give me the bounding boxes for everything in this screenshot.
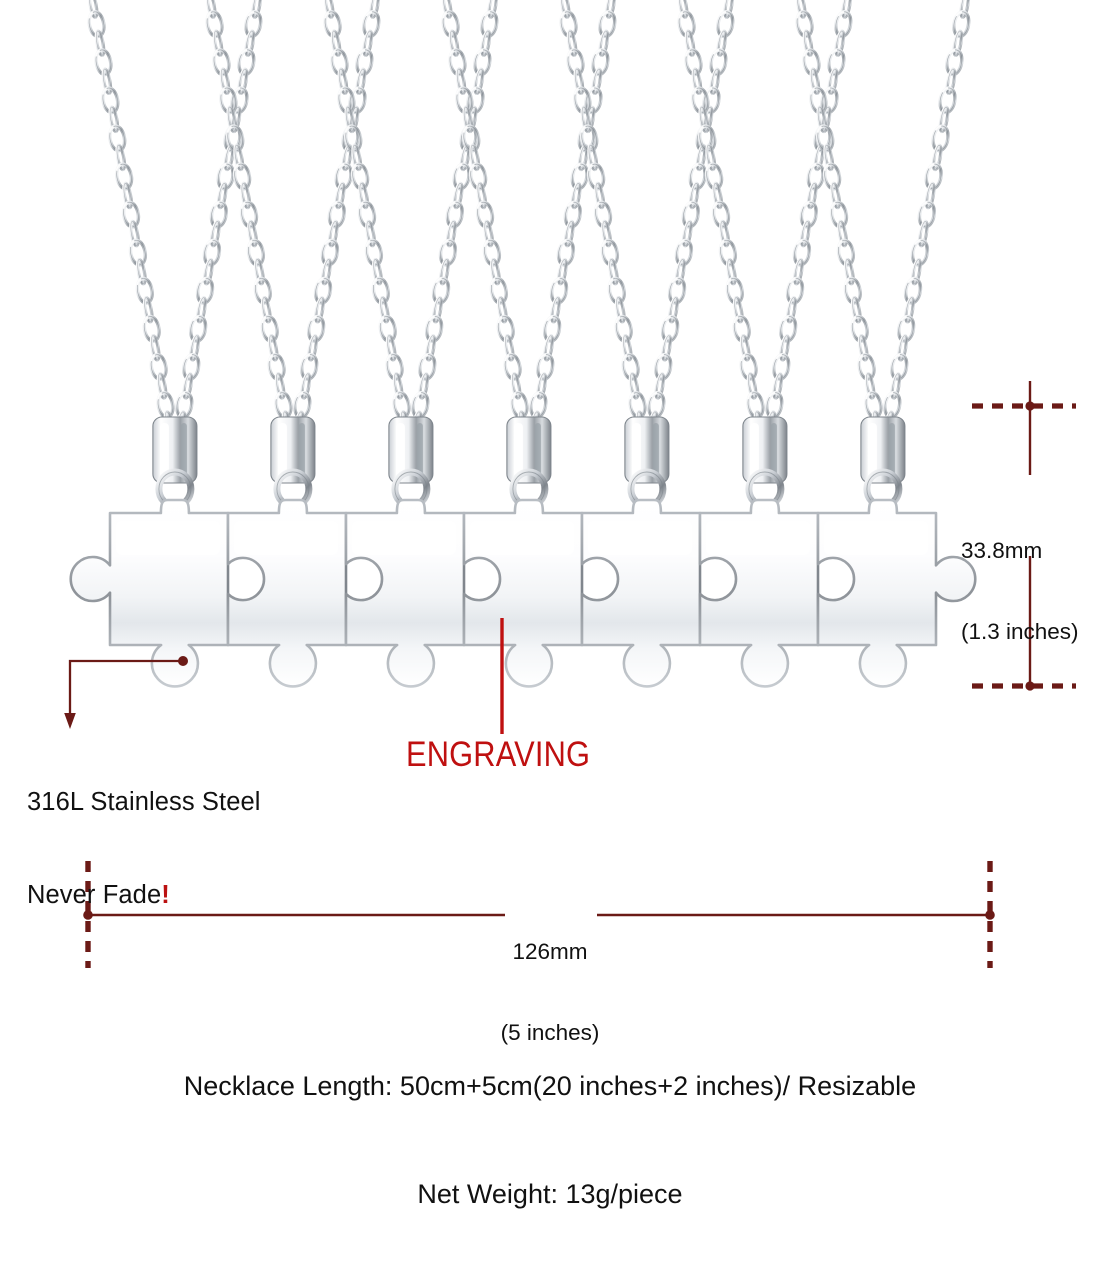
width-dimension <box>83 861 995 968</box>
material-note: 316L Stainless Steel Never Fade! <box>27 725 261 973</box>
puzzle-pendant <box>580 416 702 688</box>
chain-strand <box>78 0 177 439</box>
puzzle-pendant <box>69 416 230 688</box>
necklace-chains <box>78 0 980 439</box>
material-line-2: Never Fade! <box>27 880 261 911</box>
height-dimension <box>972 381 1076 691</box>
width-dimension-label: 126mm (5 inches) <box>0 884 1100 1100</box>
pendant-bail <box>388 416 434 510</box>
pendant-bail <box>860 416 906 510</box>
material-leader-line <box>64 656 188 729</box>
material-line-1: 316L Stainless Steel <box>27 788 261 816</box>
dimension-graphics <box>64 381 1076 968</box>
width-mm: 126mm <box>512 939 588 964</box>
puzzle-pendant <box>462 416 584 688</box>
puzzle-pendant <box>698 416 820 688</box>
puzzle-pendant-row <box>69 416 977 688</box>
chain-strand <box>881 0 980 439</box>
spec-caption: Necklace Length: 50cm+5cm(20 inches+2 in… <box>0 996 1100 1284</box>
material-line-2-text: Never Fade <box>27 881 162 909</box>
width-inches: (5 inches) <box>500 1020 600 1045</box>
height-dimension-label: 33.8mm (1.3 inches) <box>961 483 1079 699</box>
product-illustration <box>64 0 1076 968</box>
height-inches: (1.3 inches) <box>961 619 1079 644</box>
pendant-bail <box>742 416 788 510</box>
pendant-bail <box>506 416 552 510</box>
pendant-bail <box>152 416 198 510</box>
infographic-canvas: 316L Stainless Steel Never Fade! ENGRAVI… <box>0 0 1100 1209</box>
puzzle-pendant <box>816 416 977 688</box>
net-weight-spec: Net Weight: 13g/piece <box>417 1179 683 1209</box>
exclamation-accent: ! <box>161 881 170 909</box>
puzzle-pendant <box>344 416 466 688</box>
necklace-length-spec: Necklace Length: 50cm+5cm(20 inches+2 in… <box>183 1071 917 1101</box>
pendant-bail <box>270 416 316 510</box>
engraving-label: ENGRAVING <box>406 735 591 774</box>
puzzle-pendant <box>226 416 348 688</box>
height-mm: 33.8mm <box>961 538 1043 563</box>
pendant-bail <box>624 416 670 510</box>
arrow-down-icon <box>64 713 76 729</box>
